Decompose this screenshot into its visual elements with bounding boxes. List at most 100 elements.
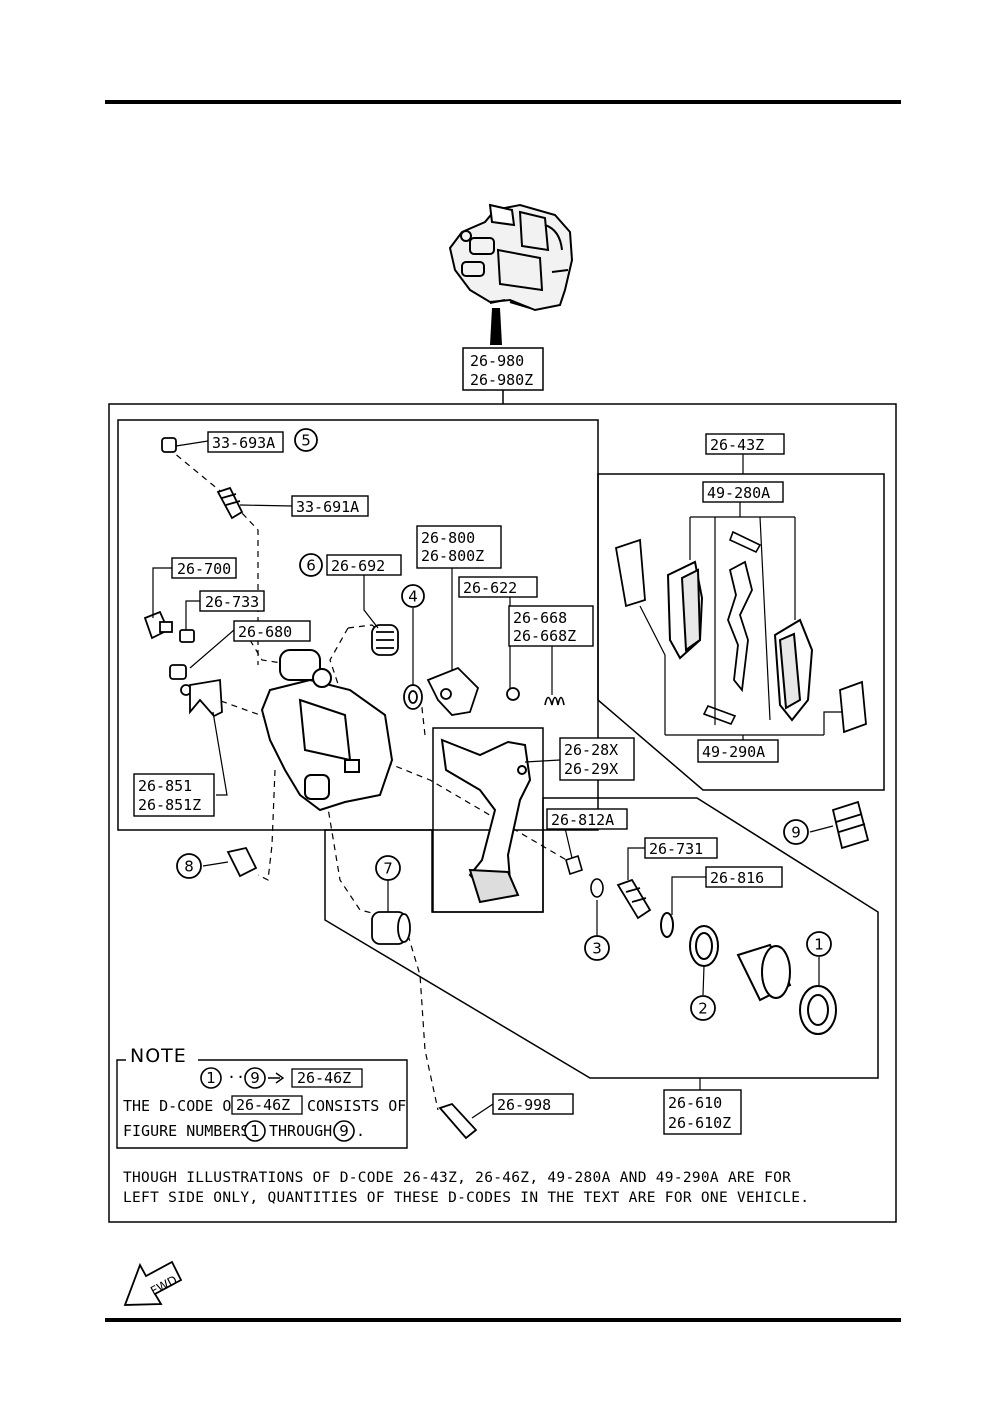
pin-26-998-illustration — [438, 1102, 478, 1140]
clip-26-851-illustration — [189, 678, 223, 718]
svg-text:49-280A: 49-280A — [707, 484, 770, 502]
footnote-line-2: LEFT SIDE ONLY, QUANTITIES OF THESE D-CO… — [123, 1190, 809, 1206]
note-line1-pre: THE D-CODE OF — [123, 1097, 240, 1115]
bracket-26-28x-illustration — [440, 738, 532, 904]
top-rule — [105, 100, 901, 104]
svg-text:26-46Z: 26-46Z — [236, 1096, 290, 1114]
shim-right-illustration — [839, 680, 867, 734]
label-26-668: 26-668 26-668Z — [508, 605, 594, 647]
svg-text:26-680: 26-680 — [238, 623, 292, 641]
svg-text:3: 3 — [592, 940, 602, 958]
mounting-bracket-frame — [432, 727, 544, 913]
bushing-8-illustration — [226, 846, 258, 878]
figure-number-8: 8 — [176, 853, 202, 879]
svg-text:26-622: 26-622 — [463, 579, 517, 597]
svg-text:26-980Z: 26-980Z — [470, 371, 533, 389]
spring-26-668-illustration — [544, 696, 565, 706]
pad-left-illustration — [666, 560, 704, 660]
svg-text:26-851: 26-851 — [138, 777, 192, 795]
guide-pin-26-733-illustration — [179, 629, 195, 643]
pad-set-frame — [597, 473, 885, 791]
svg-text:9: 9 — [250, 1069, 260, 1087]
shim-left-illustration — [614, 538, 646, 608]
svg-text:9: 9 — [791, 824, 801, 842]
figure-number-1: 1 — [806, 931, 832, 957]
label-26-998: 26-998 — [492, 1093, 574, 1115]
seal-4-illustration — [403, 684, 423, 710]
label-26-680: 26-680 — [233, 620, 311, 642]
svg-text:26-998: 26-998 — [497, 1096, 551, 1114]
figure-number-5: 5 — [294, 428, 318, 452]
label-49-280a: 49-280A — [702, 481, 784, 503]
bolt-26-731-illustration — [616, 878, 652, 920]
svg-text:26-610Z: 26-610Z — [668, 1114, 731, 1132]
svg-text:4: 4 — [408, 588, 418, 606]
svg-text:7: 7 — [383, 860, 393, 878]
label-33-693a: 33-693A — [207, 431, 284, 453]
svg-text:26-731: 26-731 — [649, 840, 703, 858]
svg-text:26-668: 26-668 — [513, 609, 567, 627]
svg-text:26-816: 26-816 — [710, 869, 764, 887]
grease-packet-9-illustration — [831, 800, 870, 850]
label-26-731: 26-731 — [644, 837, 718, 859]
label-26-700: 26-700 — [171, 557, 237, 579]
note-range-code: 26-46Z — [291, 1068, 363, 1088]
note-line2-mid: THROUGH — [269, 1122, 332, 1140]
bleeder-screw-illustration — [216, 486, 244, 520]
svg-text:26-668Z: 26-668Z — [513, 627, 576, 645]
label-26-816: 26-816 — [705, 866, 783, 888]
svg-text:9: 9 — [339, 1122, 349, 1140]
clip-bottom-illustration — [702, 705, 737, 725]
note-line1-code: 26-46Z — [231, 1095, 303, 1115]
svg-text:5: 5 — [301, 432, 311, 450]
boot-1-illustration — [799, 985, 837, 1035]
bolt-26-680-illustration — [169, 664, 192, 696]
footnote-line-1: THOUGH ILLUSTRATIONS OF D-CODE 26-43Z, 2… — [123, 1170, 791, 1186]
svg-text:33-693A: 33-693A — [212, 434, 275, 452]
svg-text:26-733: 26-733 — [205, 593, 259, 611]
pin-26-812a-illustration — [565, 854, 583, 876]
piston-kit-frame — [324, 797, 879, 1079]
svg-text:26-980: 26-980 — [470, 352, 524, 370]
bleeder-cap-illustration — [161, 437, 177, 453]
note-range-end: 9 — [244, 1067, 266, 1089]
note-line2-pre: FIGURE NUMBERS — [123, 1122, 249, 1140]
boot-7-illustration — [371, 911, 411, 945]
svg-text:6: 6 — [306, 557, 316, 575]
svg-text:1: 1 — [250, 1122, 260, 1140]
figure-number-3: 3 — [584, 935, 610, 961]
svg-text:26-692: 26-692 — [331, 557, 385, 575]
label-33-691a: 33-691A — [291, 495, 369, 517]
svg-text:26-46Z: 26-46Z — [297, 1069, 351, 1087]
svg-text:26-28X: 26-28X — [564, 741, 618, 759]
washer-26-816-illustration — [660, 912, 674, 938]
note-box: NOTE 1 ··· 9 26-46Z THE D-CODE OF 26-46Z… — [116, 1045, 408, 1149]
bottom-rule — [105, 1318, 901, 1322]
caliper-body-illustration — [260, 649, 394, 812]
label-26-43z: 26-43Z — [705, 433, 785, 455]
svg-text:8: 8 — [184, 858, 194, 876]
svg-text:1: 1 — [206, 1069, 216, 1087]
lever-26-800-illustration — [426, 666, 480, 716]
svg-text:33-691A: 33-691A — [296, 498, 359, 516]
bolt-26-700-illustration — [143, 610, 173, 640]
outer-frame — [108, 403, 897, 1223]
label-26-610: 26-610 26-610Z — [663, 1089, 742, 1135]
boot-26-692-illustration — [371, 624, 399, 656]
pad-right-illustration — [773, 618, 814, 722]
note-arrow-icon — [268, 1072, 285, 1084]
fwd-arrow-icon: FWD — [123, 1260, 183, 1306]
label-26-800: 26-800 26-800Z — [416, 525, 502, 569]
svg-text:26-800Z: 26-800Z — [421, 547, 484, 565]
svg-text:26-700: 26-700 — [177, 560, 231, 578]
assembly-arrow — [490, 308, 502, 345]
svg-text:26-812A: 26-812A — [551, 811, 614, 829]
svg-text:1: 1 — [814, 936, 824, 954]
clip-top-illustration — [728, 530, 762, 554]
oring-3-illustration — [590, 878, 604, 898]
svg-text:26-29X: 26-29X — [564, 760, 618, 778]
label-49-290a: 49-290A — [697, 739, 779, 763]
label-26-851: 26-851 26-851Z — [133, 773, 215, 817]
anti-rattle-spring-illustration — [727, 560, 753, 693]
note-range-start: 1 — [200, 1067, 222, 1089]
